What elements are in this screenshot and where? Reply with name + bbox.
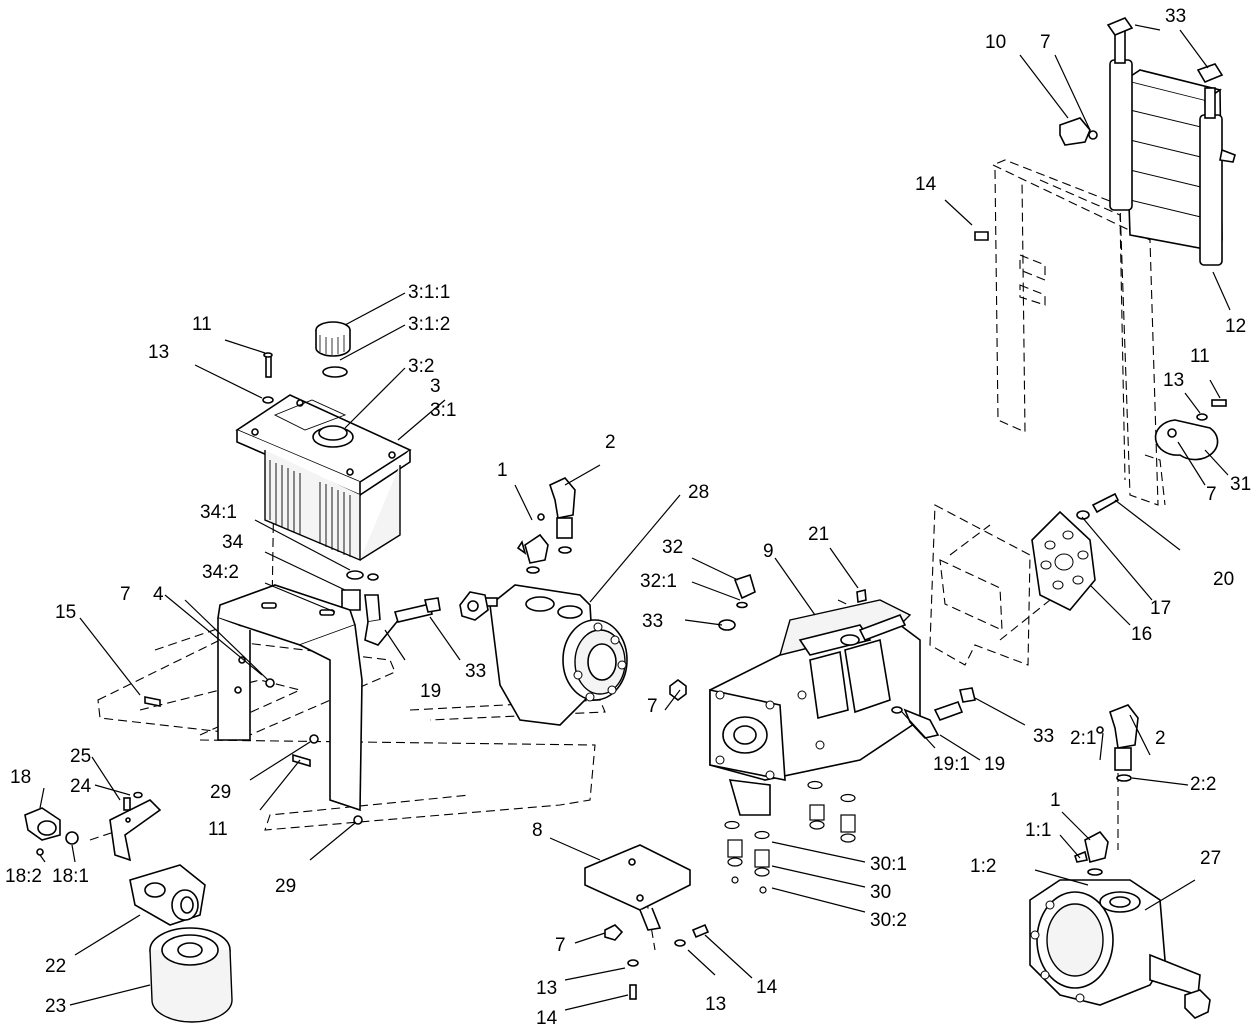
callout-1-1: 1:1 [1025,820,1051,841]
callout-33: 33 [1033,726,1054,747]
callout-7: 7 [1040,32,1051,53]
pump-plate [584,844,710,1000]
callout-18: 18 [10,767,31,788]
callout-3-1: 3:1 [430,400,456,421]
callout-8: 8 [532,820,543,841]
callout-30: 30 [870,882,891,903]
hydraulic-motor-right [1029,879,1211,1019]
oil-cooler [974,17,1236,266]
mount-plate [1031,492,1120,611]
callout-18-1: 18:1 [52,866,89,887]
callout-23: 23 [45,996,66,1017]
callout-33: 33 [1165,6,1186,27]
callout-1: 1 [497,460,508,481]
callout-28: 28 [688,482,709,503]
callout-11: 11 [192,314,212,335]
callout-3-1-1: 3:1:1 [408,282,450,303]
callout-29: 29 [210,782,231,803]
callout-7: 7 [1206,484,1217,505]
callout-1: 1 [1050,790,1061,811]
callout-33: 33 [642,611,663,632]
callout-11: 11 [208,819,228,840]
callout-27: 27 [1200,848,1221,869]
frame-phantom-outlines [89,159,1171,951]
callout-10: 10 [985,32,1006,53]
clamp [1154,399,1227,461]
callout-13: 13 [536,978,557,999]
callout-3-1-2: 3:1:2 [408,314,450,335]
callout-22: 22 [45,956,66,977]
callout-7: 7 [120,584,131,605]
pump-fittings [669,573,976,894]
callout-24: 24 [70,776,92,797]
callout-2-1: 2:1 [1070,728,1096,749]
filter-head [109,799,206,926]
callout-30-2: 30:2 [870,910,907,931]
callout-14: 14 [756,977,778,998]
callout-34-1: 34:1 [200,502,237,523]
hydraulic-reservoir [235,394,412,562]
callout-11: 11 [1190,346,1210,367]
callout-31: 31 [1230,474,1251,495]
callout-19: 19 [984,754,1005,775]
motor-fittings-right [1074,704,1139,876]
callout-34-2: 34:2 [202,562,239,583]
callout-16: 16 [1131,624,1152,645]
callout-18-2: 18:2 [5,866,42,887]
leader-lines [39,24,1231,1011]
callout-32-1: 32:1 [640,571,677,592]
callout-9: 9 [763,541,774,562]
callout-17: 17 [1150,598,1171,619]
callout-15: 15 [55,602,76,623]
callout-33: 33 [465,661,486,682]
callout-7: 7 [555,935,566,956]
callout-19-1: 19:1 [933,754,970,775]
motor-fittings-left [516,477,576,574]
tandem-pump [709,599,921,816]
callout-2-2: 2:2 [1190,774,1216,795]
filter-cartridge [149,927,233,1023]
callout-12: 12 [1225,316,1246,337]
callout-13: 13 [1163,370,1184,391]
reservoir-hardware [262,352,441,646]
callout-labels: 33 10 7 14 12 11 13 31 7 3:1:1 3:1:2 11 … [5,6,1251,1029]
callout-2: 2 [605,432,616,453]
callout-14: 14 [536,1008,558,1029]
callout-34: 34 [222,532,244,553]
reservoir-bracket [144,584,363,825]
callout-7: 7 [647,696,658,717]
callout-3-2: 3:2 [408,356,434,377]
callout-30-1: 30:1 [870,854,907,875]
callout-14: 14 [915,174,937,195]
callout-13: 13 [705,994,726,1015]
callout-20: 20 [1213,569,1234,590]
callout-13: 13 [148,342,169,363]
callout-32: 32 [662,537,683,558]
callout-29: 29 [275,876,296,897]
callout-25: 25 [70,746,91,767]
callout-3: 3 [430,376,441,397]
hydraulic-motor-left [459,584,628,726]
callout-2: 2 [1155,728,1166,749]
callout-4: 4 [153,584,164,605]
callout-19: 19 [420,681,441,702]
reservoir-cap [315,321,351,378]
callout-1-2: 1:2 [970,856,996,877]
callout-21: 21 [808,524,829,545]
